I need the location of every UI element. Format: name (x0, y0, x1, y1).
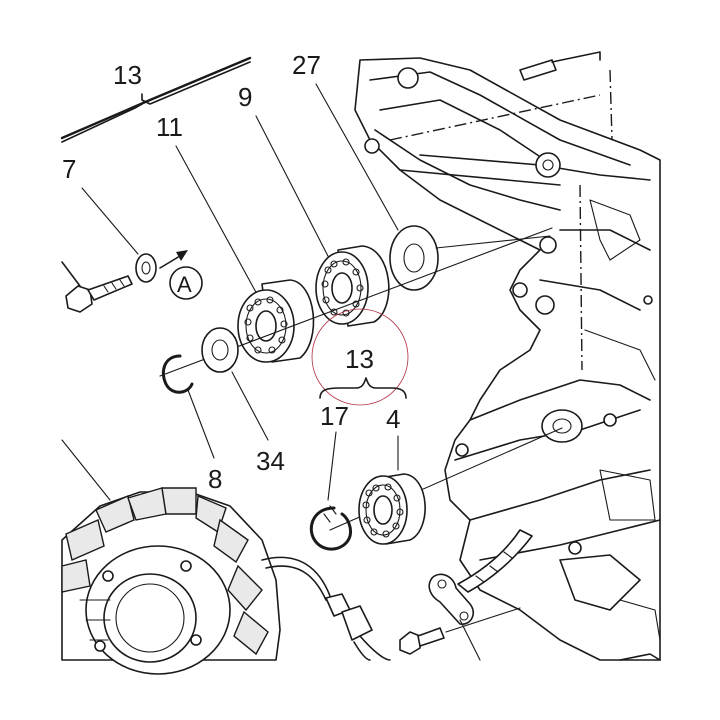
callout-4: 4 (386, 404, 400, 471)
stud (519, 51, 601, 81)
circlip-8 (161, 354, 194, 394)
callout-17: 17 (320, 401, 349, 501)
callout-label: 34 (256, 446, 285, 476)
callout-13-top: 13 (60, 56, 252, 143)
callout-label: 17 (320, 401, 349, 431)
callout-13-mid: 13 (311, 308, 409, 406)
lever-bracket (428, 529, 533, 661)
bearing-11 (237, 279, 315, 363)
callout-27: 27 (292, 50, 399, 231)
screw (399, 607, 521, 655)
callout-label: 11 (156, 112, 183, 142)
view-arrow (159, 250, 188, 269)
callout-label: 7 (62, 154, 76, 184)
callout-8: 8 (187, 389, 222, 494)
callout-label: A (177, 272, 192, 297)
bearing-4 (358, 473, 426, 545)
callout-34: 34 (231, 371, 285, 476)
callout-label: 13 (345, 344, 374, 374)
washer-34 (201, 327, 239, 373)
stator-wiring (261, 556, 391, 661)
bearing-9 (315, 245, 390, 327)
callout-7: 7 (62, 154, 139, 255)
stator (61, 439, 281, 675)
callout-9: 9 (238, 82, 331, 261)
callout-A: A (169, 266, 203, 300)
bolt-7 (61, 261, 133, 313)
callout-label: 13 (113, 60, 142, 90)
highlight-circle (311, 308, 409, 406)
callout-label: 27 (292, 50, 321, 80)
callout-11: 11 (156, 112, 259, 297)
washer-27 (389, 225, 439, 291)
engine-case (354, 57, 661, 661)
circlip-17 (310, 505, 352, 551)
callout-label: 4 (386, 404, 400, 434)
washer-7 (135, 253, 157, 283)
bottom-right-edge (619, 653, 661, 661)
callout-label: 9 (238, 82, 252, 112)
callout-label: 8 (208, 464, 222, 494)
